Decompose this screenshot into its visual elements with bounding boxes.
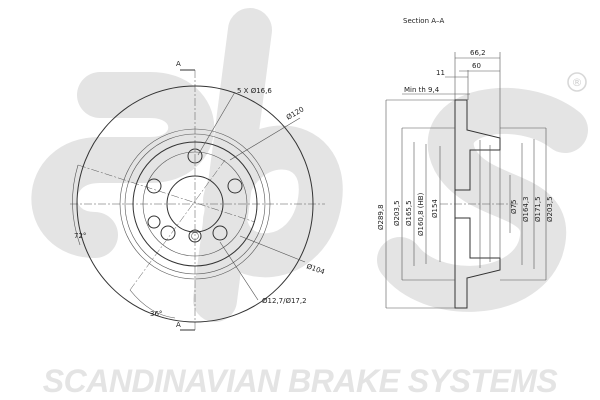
- disc-section-lower: [454, 217, 501, 309]
- brand-name-watermark: SCANDINAVIAN BRAKE SYSTEMS: [43, 363, 559, 399]
- logo-stroke-s1: [31, 72, 215, 258]
- angle-label-36: 36°: [150, 310, 162, 318]
- registered-mark-ring: [567, 72, 587, 92]
- diameter-171-5: Ø171,5: [534, 196, 542, 222]
- section-marker-bottom: A: [176, 321, 181, 329]
- bolt-hole: [146, 178, 162, 194]
- width-overall: 66,2: [470, 49, 486, 57]
- section-marker-top: A: [176, 60, 181, 68]
- diameter-165-5: Ø165,5: [405, 200, 413, 226]
- bolt-circle-label: Ø104: [305, 262, 326, 276]
- logo-stroke-b: [193, 8, 343, 322]
- outer-rim: [76, 85, 314, 323]
- holes-label: 5 X Ø16,6: [237, 87, 272, 95]
- section-title: Section A–A: [403, 17, 445, 25]
- bolt-circle-leader: [239, 235, 306, 263]
- center-bore: [166, 175, 224, 233]
- diameter-203-5-right: Ø203,5: [546, 196, 554, 222]
- angle-arc-72: [72, 164, 81, 246]
- width-60: 60: [472, 62, 481, 70]
- section-view: Section A–A 66,2 60 11 Min th 9,4 Ø289,8…: [377, 17, 554, 309]
- hat-edge: [132, 141, 258, 267]
- diameter-75: Ø75: [510, 200, 518, 214]
- small-holes-label: Ø12,7/Ø17,2: [262, 297, 307, 305]
- diameter-203-5-left: Ø203,5: [393, 200, 401, 226]
- pin-hole-inner: [191, 232, 199, 240]
- diameter-164-3: Ø164,3: [522, 196, 530, 222]
- sbs-logo-watermark: ® SCANDINAVIAN BRAKE SYSTEMS: [31, 8, 588, 399]
- hub-diameter-leader: [229, 117, 301, 161]
- diameter-289-8: Ø289,8: [377, 204, 385, 230]
- pin-hole: [147, 215, 161, 229]
- friction-inner-edge: [119, 128, 271, 280]
- bolt-hole: [227, 178, 243, 194]
- radial-line-72: [77, 164, 256, 223]
- bolt-hole: [187, 148, 203, 164]
- registered-mark: ®: [572, 76, 583, 89]
- diameter-154: Ø154: [431, 199, 439, 218]
- bolt-hole: [212, 225, 228, 241]
- pin-hole: [188, 229, 202, 243]
- angle-label-72: 72°: [74, 232, 86, 240]
- min-thickness: Min th 9,4: [404, 86, 440, 94]
- bolt-circle: [142, 151, 248, 257]
- hat-thickness: 11: [436, 69, 445, 77]
- hub-diameter-label: Ø120: [285, 105, 305, 121]
- hat-outer-edge: [124, 133, 266, 275]
- bolt-hole: [160, 225, 176, 241]
- radial-line-36: [129, 159, 226, 291]
- diameter-160-8: Ø160,8 (HB): [417, 192, 425, 236]
- angle-arc-36: [129, 289, 176, 319]
- holes-leader: [197, 91, 236, 156]
- small-holes-leader: [219, 241, 259, 301]
